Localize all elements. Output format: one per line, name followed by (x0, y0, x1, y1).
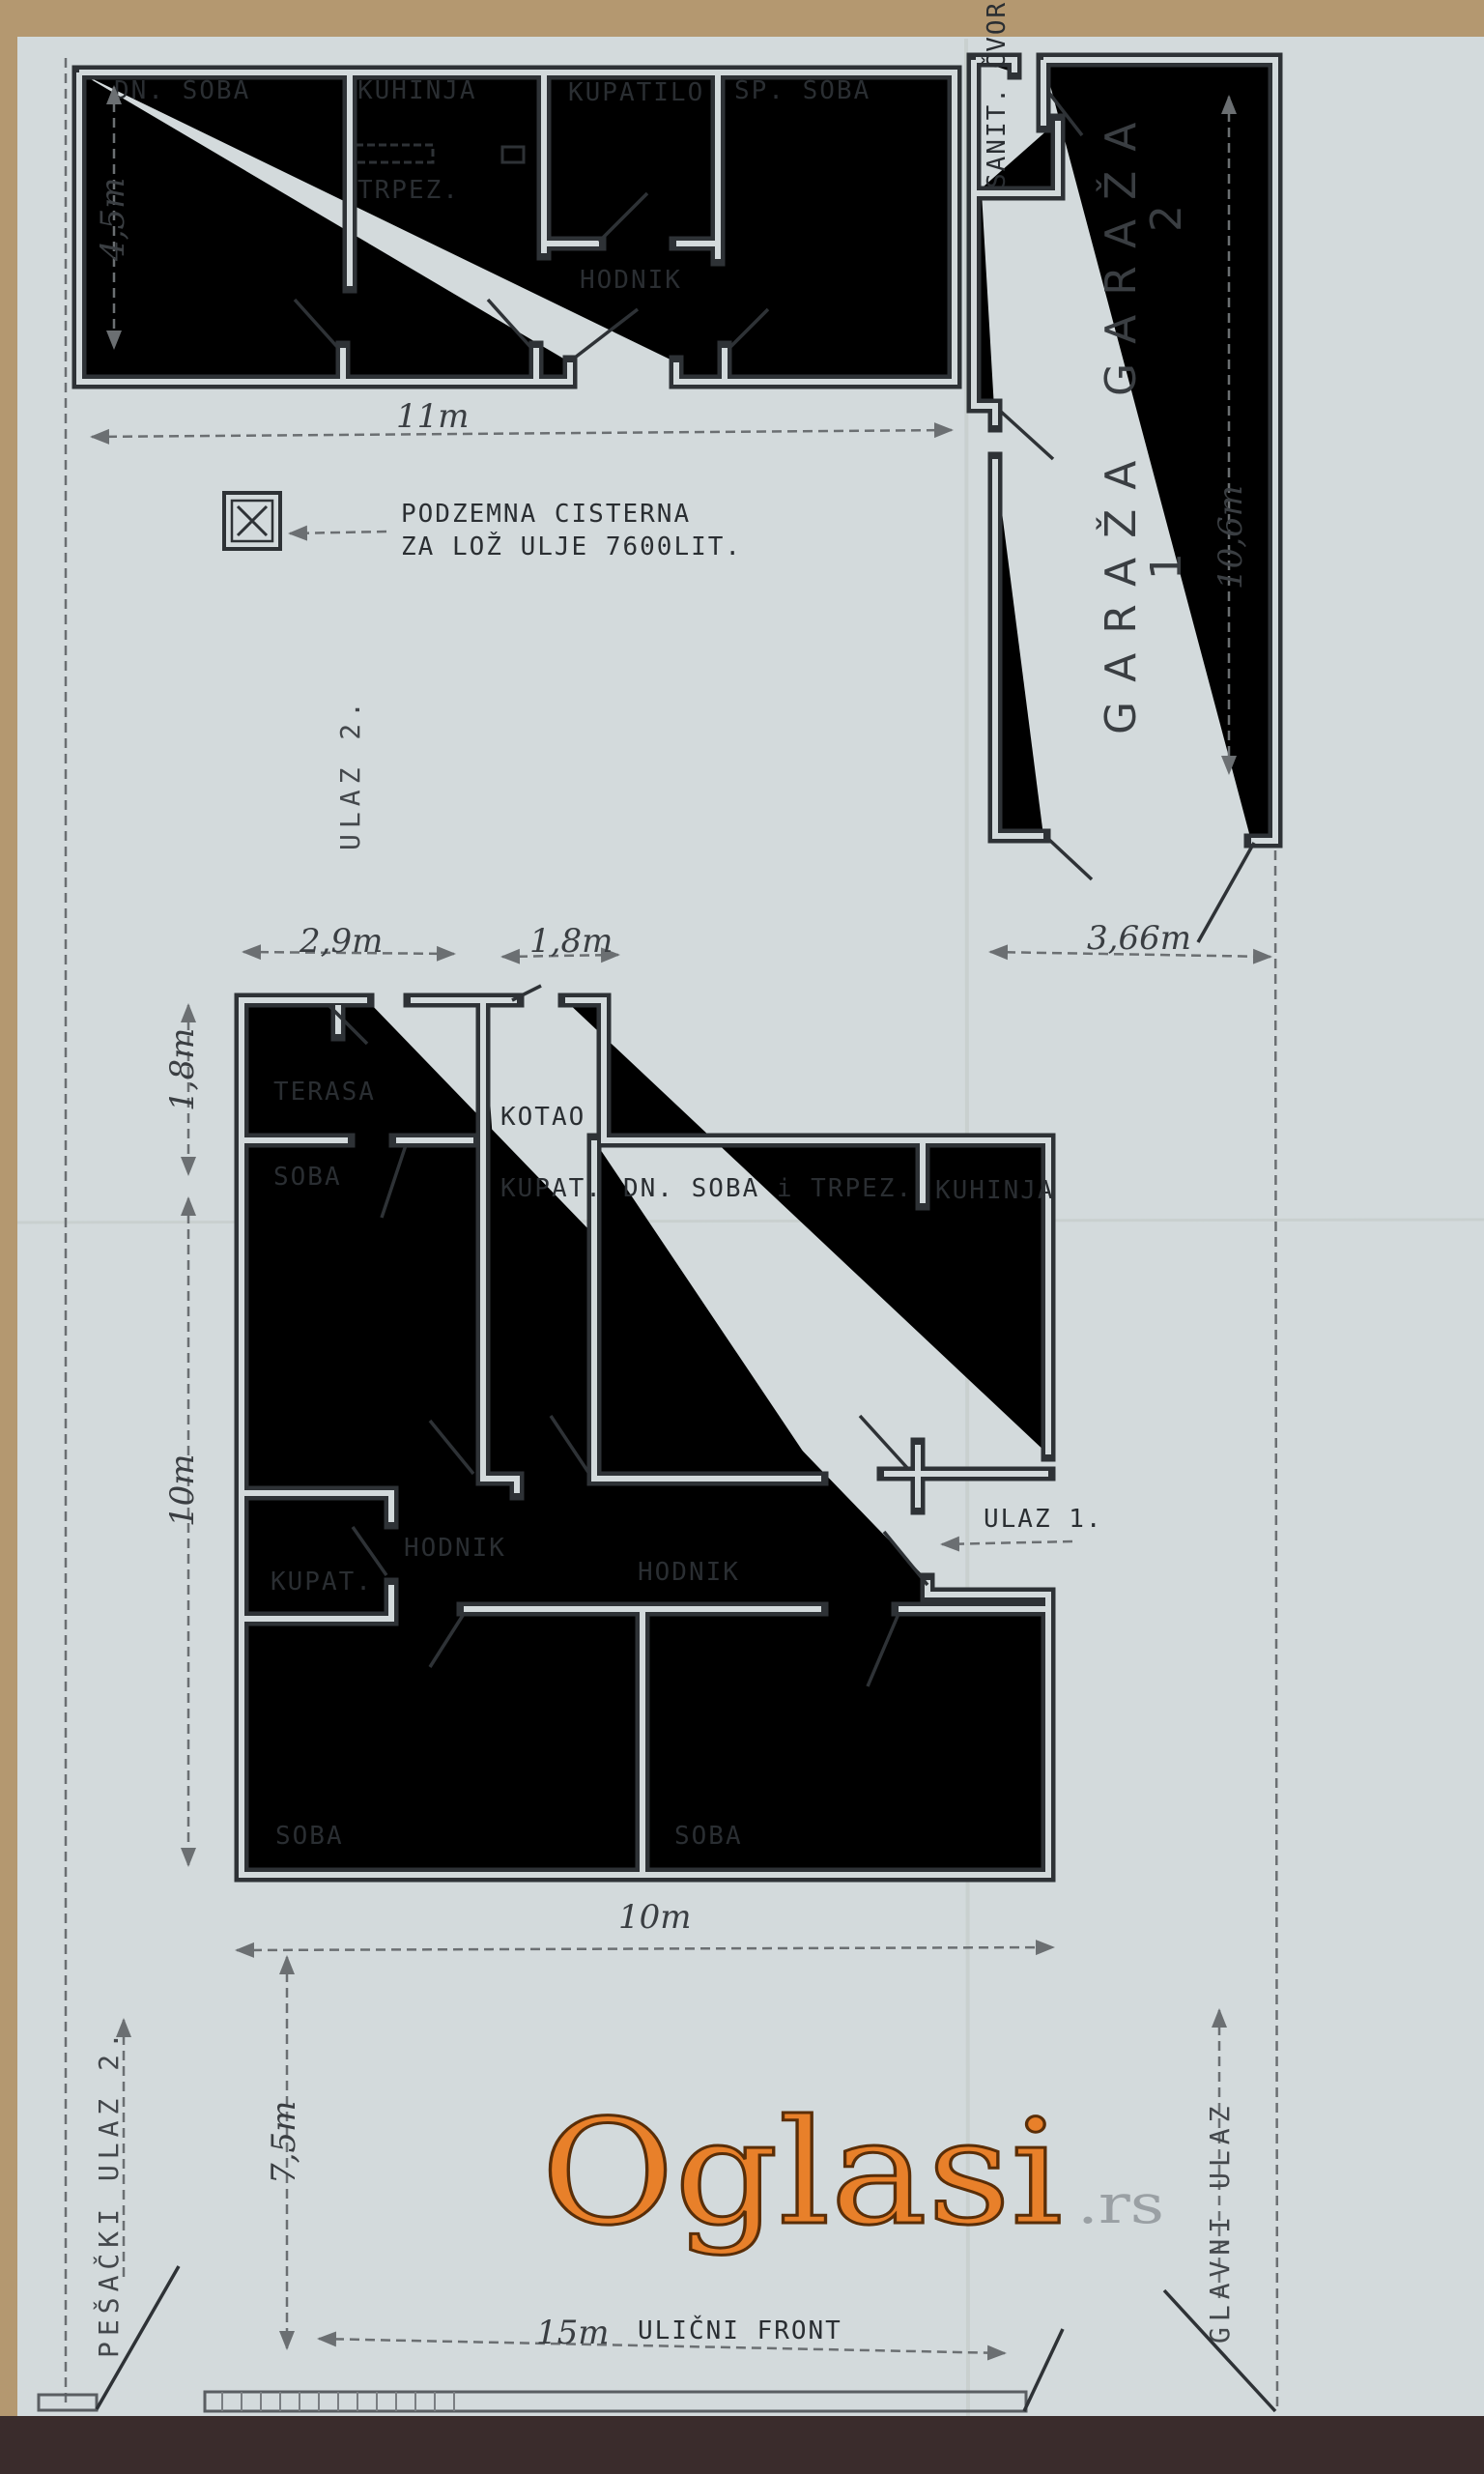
room-label-bath-top: KUPAT. (500, 1174, 603, 1203)
width-dim-label: 11m (396, 397, 470, 436)
room-label-room-bottom-right: SOBA (674, 1822, 743, 1851)
room-label-bedroom: SP. SOBA (734, 76, 870, 105)
street-front-label: ULIČNI FRONT (638, 2315, 842, 2345)
height-dim-label: 10m (163, 1453, 202, 1527)
room-label-living: DN. SOBA (114, 76, 250, 105)
door-swings (293, 191, 770, 360)
garage-number-1: 1 (1142, 533, 1191, 580)
room-label-hall-left: HODNIK (404, 1534, 506, 1563)
street-fence (37, 2390, 1028, 2413)
width-dim-line (90, 422, 954, 445)
oglasi-watermark-logo: Oglasi .rs (540, 2088, 1165, 2259)
property-boundary (64, 58, 1279, 2412)
main-entrance-label: GLAVNI ULAZ (1204, 2101, 1236, 2344)
kitchen-counter (354, 143, 526, 164)
lower-building: TERASA SOBA KOTAO KUPAT. DN. SOBA i TRPE… (163, 922, 1103, 1958)
street-front-dim-label: 15m (536, 2314, 610, 2352)
upper-building: DN. SOBA KUHINJA TRPEZ. KUPATILO SP. SOB… (79, 72, 955, 445)
room-label-sanitary: SANIT. ČVOR (981, 1, 1012, 188)
yard: 7,5m PEŠAČKI ULAZ 2. GLAVNI ULAZ 15m ULI… (37, 1955, 1277, 2413)
room-label-hall-main: HODNIK (638, 1558, 740, 1587)
room-label-kitchen: KUHINJA (935, 1176, 1055, 1205)
room-label-terrace: TERASA (273, 1078, 376, 1107)
room-label-bathroom: KUPATILO (568, 78, 704, 107)
garage-label-1: GARAŽA (1095, 442, 1146, 734)
svg-text:Oglasi: Oglasi (541, 2089, 1063, 2258)
entrance-1-arrow (940, 1536, 1073, 1552)
boiler-width-dim-label: 1,8m (529, 922, 613, 961)
pedestrian-entrance-label: PEŠAČKI ULAZ 2. (92, 2027, 125, 2358)
room-label-bath-bottom: KUPAT. (271, 1568, 373, 1597)
entrance-2-label: ULAZ 2. (334, 696, 366, 850)
room-label-room-top: SOBA (273, 1163, 342, 1192)
terrace-width-dim-label: 2,9m (299, 922, 383, 961)
terrace-depth-dim-label: 1,8m (163, 1028, 202, 1111)
room-label-kitchen: KUHINJA (357, 76, 477, 105)
cistern-label-line1: PODZEMNA CISTERNA (401, 500, 691, 529)
svg-text:.rs: .rs (1077, 2173, 1164, 2236)
room-label-dining: TRPEZ. (357, 176, 460, 205)
width-dim-label: 10m (618, 1898, 692, 1937)
cistern: PODZEMNA CISTERNA ZA LOŽ ULJE 7600LIT. (222, 491, 742, 561)
garage-length-dim-label: 10,6m (1212, 485, 1250, 590)
garage: SANIT. ČVOR GARAŽA GARAŽA 2 1 10,6m 3,66… (974, 1, 1275, 964)
garage-width-dim-line (988, 944, 1272, 964)
front-yard-dim-label: 7,5m (265, 2101, 303, 2184)
garage-width-dim-label: 3,66m (1087, 919, 1191, 958)
entrance-1-label: ULAZ 1. (984, 1505, 1103, 1534)
room-label-room-bottom-left: SOBA (275, 1822, 344, 1851)
room-label-hallway: HODNIK (580, 266, 682, 295)
garage-number-2: 2 (1142, 186, 1191, 232)
gates (95, 2265, 1277, 2413)
height-dim-label: 4,5m (94, 178, 132, 262)
room-label-boiler: KOTAO (500, 1103, 585, 1132)
bottom-edge (0, 2416, 1484, 2474)
garage-label-2: GARAŽA (1095, 103, 1146, 396)
room-label-living-dining: DN. SOBA i TRPEZ. (623, 1174, 913, 1203)
cistern-label-line2: ZA LOŽ ULJE 7600LIT. (401, 531, 742, 561)
